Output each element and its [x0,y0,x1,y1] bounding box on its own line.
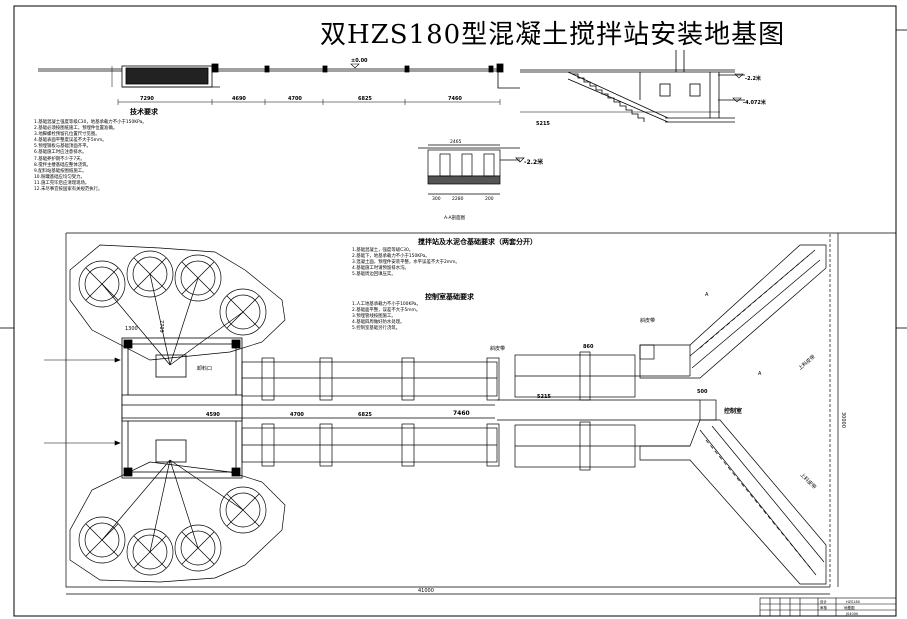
label-belt: 斜皮带 [490,345,505,352]
elevation-pit-a: -2.2米 [745,75,762,82]
section-dim-2465: 2465 [450,139,462,145]
elevation-view [38,50,745,123]
tb-drawing: 地基图 [844,605,855,610]
section-texts: 2465 2280 300 200 -2.2米 A-A剖面图 [432,139,543,221]
plan-note-item: 4.基础四周做好防水处理。 [352,320,405,326]
plan-note-item: 2.基础下，地基承载力不小于150KPa。 [352,254,430,260]
plan-dim-860: 860 [583,344,594,350]
dim-6825: 6825 [358,96,372,102]
plan-total-width: 41000 [418,588,434,594]
plan-texts: 卸料口 斜皮带 斜皮带 控制室 上料皮带 上料皮带 500 860 5215 7… [125,292,846,594]
tech-item: 11.施工完毕后应清理现场。 [34,180,90,186]
plan-note-item: 3.混凝土面，预埋件安装平整，水平误差不大于2mm。 [352,260,460,266]
label-a-top: A [705,292,709,298]
dim-4700: 4700 [288,96,302,102]
label-upper-belt-bottom: 上料皮带 [799,471,818,490]
plan-note-item: 3.预埋管线按图施工。 [352,314,396,320]
tech-requirements-list: 1.基础混凝土强度等级C30，地基承载力不小于150KPa。 2.基础必须按图纸… [34,120,147,193]
upper-belt-arm [639,244,827,379]
section-dim-2280: 2280 [452,196,464,202]
tb-drawn: 设计 [820,599,828,604]
plan-dim-4590: 4590 [206,412,220,418]
elevation-dims [111,66,720,113]
label-upper-belt-top: 上料皮带 [797,353,817,371]
plan-note-item: 1.人工地基承载力不小于100KPa。 [352,302,421,307]
silo-group-bottom [69,459,286,583]
lower-belt-arm [639,399,827,585]
plan-notes-list-2: 1.人工地基承载力不小于100KPa。 2.基础面平整，误差不大于5mm。 3.… [352,302,421,332]
plan-note-item: 2.基础面平整，误差不大于5mm。 [352,308,421,314]
sheet-frame [13,5,897,617]
batching-channels [241,351,700,471]
plan-dim-7460: 7460 [453,410,470,417]
tb-name: HZS180 [846,600,860,604]
label-discharge: 卸料口 [197,365,212,372]
left-arrows [44,357,121,446]
plan-dim-1300: 1300 [125,326,138,332]
tech-item: 3.地脚螺栓预留孔位置尺寸见图。 [34,132,100,138]
elevation-ground: ±0.00 [351,58,368,64]
tech-item: 8.搅拌主楼基础应整体浇筑。 [34,162,91,168]
tech-item: 12.未尽事宜按国家有关规范执行。 [34,187,103,193]
pit-marker-b [732,97,742,103]
plan-dim-5215: 5215 [537,394,551,400]
title-block [759,597,897,617]
section-label: A-A剖面图 [444,214,466,221]
dim-5215: 5215 [536,121,550,127]
section-dim-200: 200 [485,196,494,202]
tech-item: 2.基础必须按图纸施工，预埋件位置准确。 [34,126,118,132]
elevation-pit-b: -4.072米 [743,99,767,106]
plan-dim-6825: 6825 [358,412,372,418]
plan-note-item: 1.基础混凝土，强度等级C30。 [352,248,414,253]
plan-note-item: 5.基础周边回填压实。 [352,272,396,278]
plan-notes-heading-2: 控制室基础要求 [425,293,474,301]
tech-item: 7.基础养护期不少于7天。 [34,156,85,162]
tech-item: 6.基础施工时应注意排水。 [34,150,87,156]
tech-item: 5.预埋钢板与基础顶面齐平。 [34,144,91,150]
plan-dim-4700: 4700 [290,412,304,418]
mixer-tower-foundation [121,337,495,479]
plan-note-item: 4.基础施工时请预留排水沟。 [352,266,409,272]
plan-dim-7709: 7709 [158,320,164,333]
plan-view [65,232,896,595]
tech-item: 10.粉罐基础应均匀受力。 [34,174,85,180]
ground-marker [350,63,360,69]
section-a-a [418,144,525,195]
elevation-dim-texts: 7290 4690 4700 6825 7460 5215 ±0.00 -2.2… [140,58,767,127]
pit-marker-a [734,73,744,79]
label-a-bottom: A [758,371,762,377]
plan-note-item: 5.控制室基础另行浇筑。 [352,326,401,332]
section-dim-300: 300 [432,196,441,202]
section-elevation: -2.2米 [524,158,543,166]
plan-notes-list-1: 1.基础混凝土，强度等级C30。 2.基础下，地基承载力不小于150KPa。 3… [352,248,460,278]
tb-code: JS4000 [845,612,858,616]
label-control-room: 控制室 [724,407,742,415]
title-block-texts: 设计 审核 HZS180 地基图 JS4000 [820,599,860,616]
tech-item: 1.基础混凝土强度等级C30，地基承载力不小于150KPa。 [34,120,147,125]
plan-total-height: 30000 [840,412,846,428]
plan-notes-heading-1: 搅拌站及水泥仓基础要求（两套分开） [418,238,537,246]
dim-4690: 4690 [232,96,246,102]
plan-dim-500: 500 [697,389,708,395]
tb-checked: 审核 [820,605,828,610]
silo-group-top [69,244,286,366]
dim-7460: 7460 [448,96,462,102]
tech-requirements-heading: 技术要求 [130,108,158,116]
label-belt-right: 斜皮带 [640,317,655,324]
dim-7290: 7290 [140,96,154,102]
drawing-title: 双HZS180型混凝土搅拌站安装地基图 [320,20,786,50]
tech-item: 9.配料站基础按图纸施工。 [34,168,87,174]
tech-item: 4.基础表面平整度误差不大于5mm。 [34,138,107,144]
